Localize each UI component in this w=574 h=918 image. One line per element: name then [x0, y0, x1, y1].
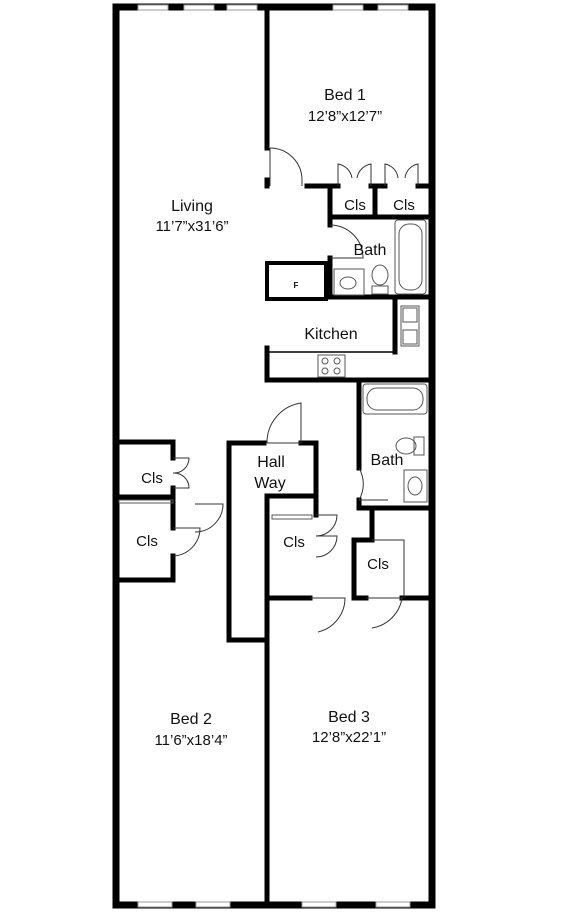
- bed1-dims: 12’8”x12’7”: [308, 108, 382, 125]
- interior-walls: [116, 7, 432, 908]
- bath-lower-name: Bath: [371, 452, 404, 469]
- room-labels: Bed 1 12’8”x12’7” Living 11’7”x31’6” Kit…: [154, 87, 403, 749]
- windows: [137, 4, 411, 908]
- closet-bed2-label: Cls: [136, 533, 158, 550]
- toilet-upper: [371, 285, 389, 295]
- closet-labels: Cls Cls Cls Cls Cls Cls: [136, 197, 415, 573]
- bath-upper-name: Bath: [354, 242, 387, 259]
- living-name: Living: [171, 198, 213, 215]
- closet-bed1-left-label: Cls: [344, 197, 366, 214]
- doors: [172, 147, 419, 633]
- closet-hall-label: Cls: [283, 534, 305, 551]
- closet-bed1-right-label: Cls: [393, 197, 415, 214]
- kitchen-name: Kitchen: [304, 326, 357, 343]
- living-dims: 11’7”x31’6”: [155, 218, 228, 235]
- hallway-line1: Hall: [257, 454, 285, 471]
- toilet-lower: [413, 436, 425, 456]
- bed2-dims: 11’6”x18’4”: [154, 732, 227, 749]
- exterior-walls: [112, 3, 436, 909]
- vanity-lower: [403, 469, 428, 503]
- bathtub-upper: [394, 219, 427, 295]
- bed2-name: Bed 2: [170, 711, 212, 728]
- sink-kitchen: [400, 305, 420, 347]
- bathtub-lower: [362, 383, 428, 415]
- closet-living-label: Cls: [141, 470, 163, 487]
- bed1-name: Bed 1: [324, 87, 366, 104]
- fridge-label: F: [294, 281, 299, 290]
- bed3-name: Bed 3: [328, 709, 370, 726]
- hallway-line2: Way: [254, 475, 285, 492]
- stove: [317, 354, 346, 378]
- fixtures: [118, 219, 428, 520]
- closet-bed3-label: Cls: [367, 556, 389, 573]
- vanity-upper: [333, 268, 365, 296]
- bed3-dims: 12’8”x22’1”: [312, 729, 386, 746]
